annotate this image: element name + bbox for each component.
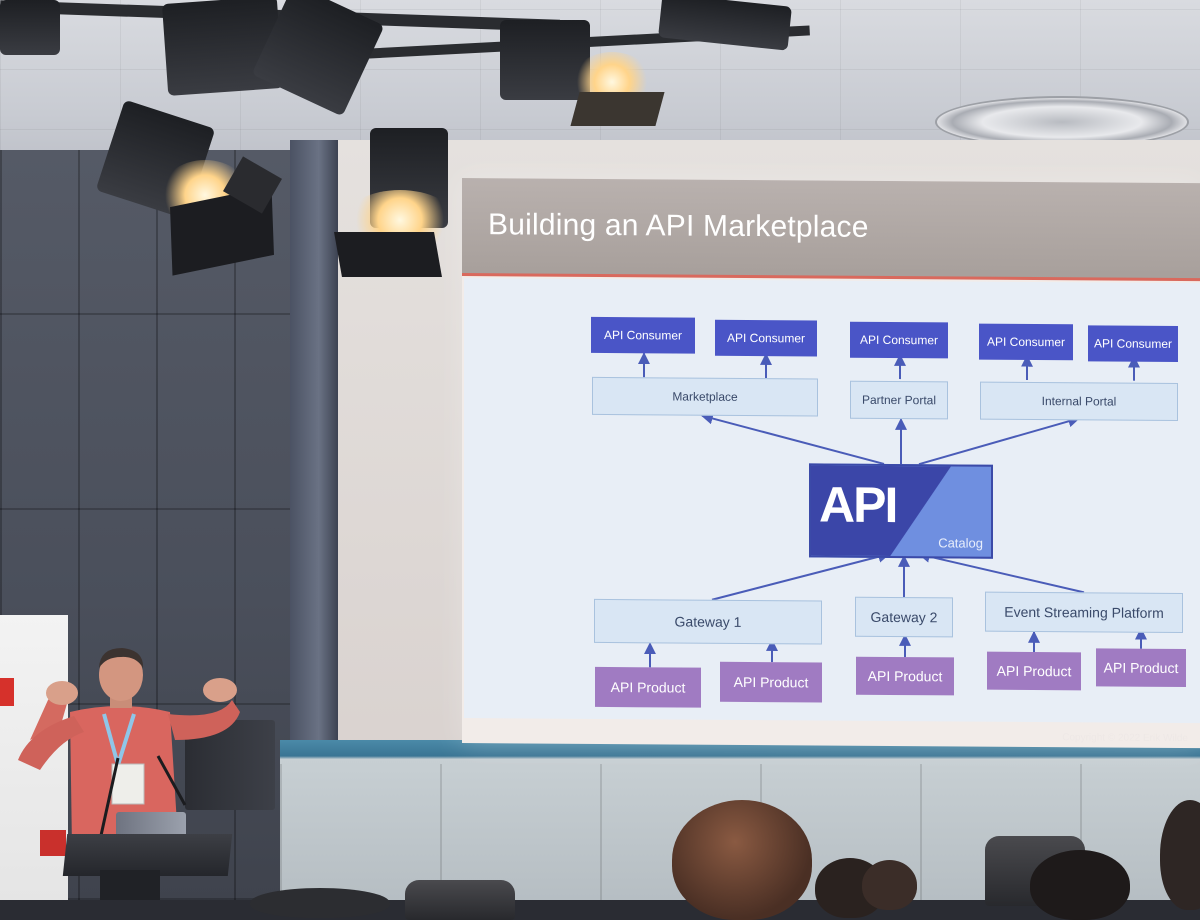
presenter-left-arm [18, 716, 84, 770]
laptop [116, 812, 186, 838]
microphone [98, 757, 120, 841]
arrow-catalog-to-marketplace [700, 412, 885, 465]
diagram: API Consumer API Consumer API Consumer A… [464, 278, 1200, 724]
presenter [18, 648, 240, 848]
banner-graphic [40, 830, 66, 856]
presenter-right-arm [168, 700, 240, 740]
projected-slide: Building an API Marketplace [462, 178, 1200, 749]
banner-logo-mark [0, 678, 14, 706]
audience-head [250, 888, 390, 918]
audience-chair [405, 880, 515, 920]
presenter-head [99, 649, 143, 701]
diagram-arrows [638, 352, 1147, 668]
presenter-right-hand [203, 678, 237, 702]
audience-head [672, 800, 812, 920]
audience-head [862, 860, 917, 910]
spotlight [0, 0, 60, 55]
presenter-left-hand [46, 681, 78, 705]
presenter-hair [99, 648, 144, 668]
audience-head [1030, 850, 1130, 920]
arrow-event-to-catalog [917, 550, 1085, 594]
arrow-catalog-to-internal [918, 415, 1081, 466]
name-badge [111, 763, 145, 805]
microphone [156, 755, 187, 806]
podium-stand [100, 870, 160, 900]
wall-edge [290, 140, 338, 780]
audience-head [1160, 800, 1200, 910]
arrow-gateway1-to-catalog [711, 550, 891, 601]
